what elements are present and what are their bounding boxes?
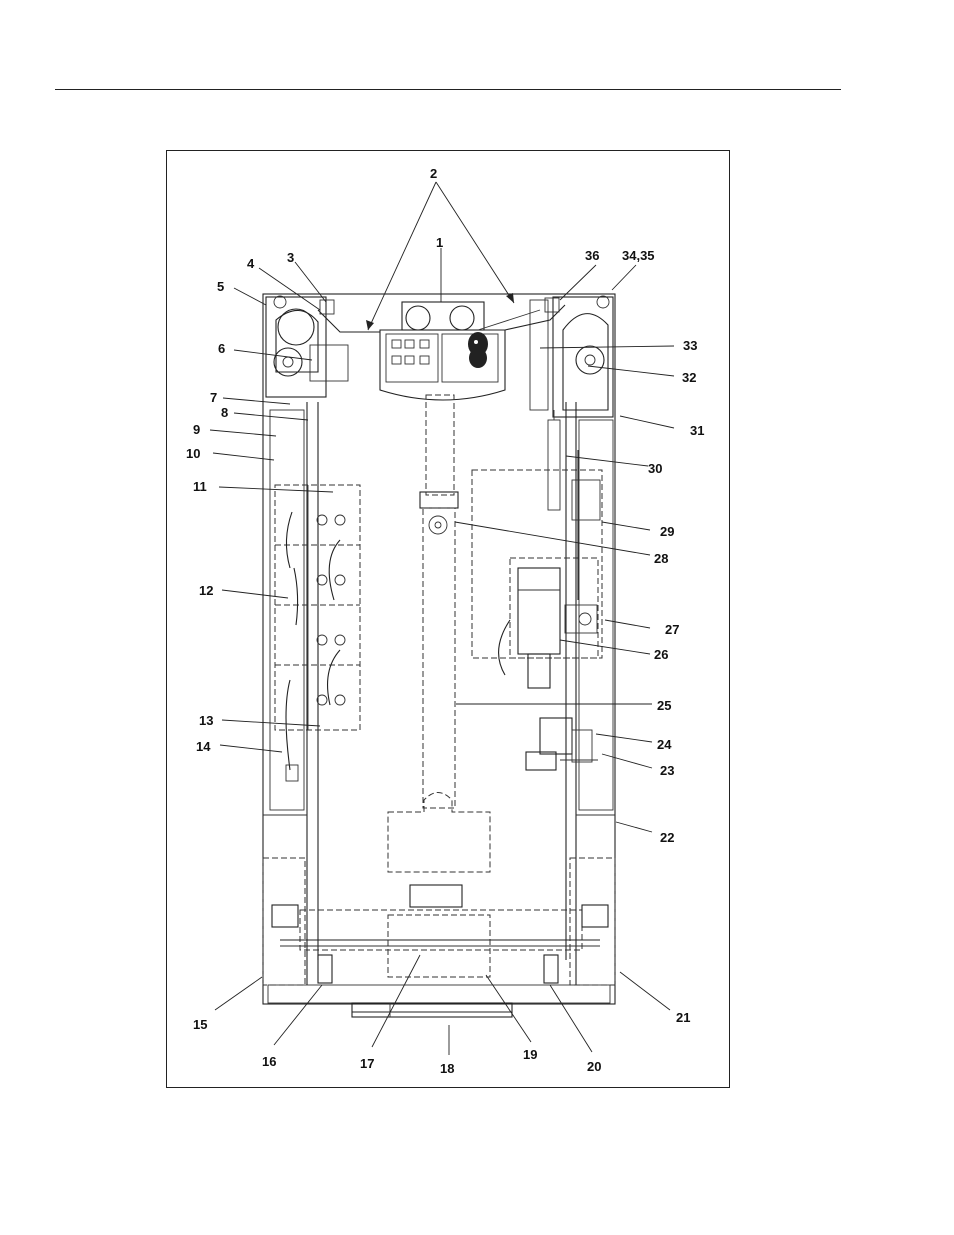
rear-axle xyxy=(263,858,615,985)
callout-5: 5 xyxy=(217,279,224,294)
callout-36: 36 xyxy=(585,248,599,263)
callout-7: 7 xyxy=(210,390,217,405)
callout-10: 10 xyxy=(186,446,200,461)
callout-30: 30 xyxy=(648,461,662,476)
chassis-outline xyxy=(263,294,615,1017)
callout-16: 16 xyxy=(262,1054,276,1069)
callout-25: 25 xyxy=(657,698,671,713)
callout-4: 4 xyxy=(247,256,255,271)
control-box xyxy=(380,302,505,400)
valve-block xyxy=(526,718,598,770)
callout-2-arrows xyxy=(366,293,514,330)
callout-8: 8 xyxy=(221,405,228,420)
callout-20: 20 xyxy=(587,1059,601,1074)
hydraulic-pump-icon xyxy=(472,450,602,688)
callout-19: 19 xyxy=(523,1047,537,1062)
callout-18: 18 xyxy=(440,1061,454,1076)
callout-11: 11 xyxy=(193,479,207,494)
callout-22: 22 xyxy=(660,830,674,845)
callout-3: 3 xyxy=(287,250,294,265)
callout-28: 28 xyxy=(654,551,668,566)
callout-24: 24 xyxy=(657,737,672,752)
callout-12: 12 xyxy=(199,583,213,598)
callout-34-35: 34,35 xyxy=(622,248,655,263)
callout-23: 23 xyxy=(660,763,674,778)
callout-21: 21 xyxy=(676,1010,690,1025)
callout-6: 6 xyxy=(218,341,225,356)
leader-lines xyxy=(210,182,674,1055)
callout-14: 14 xyxy=(196,739,211,754)
callout-33: 33 xyxy=(683,338,697,353)
front-right-wheel xyxy=(530,296,613,417)
callout-9: 9 xyxy=(193,422,200,437)
callout-15: 15 xyxy=(193,1017,207,1032)
callout-2: 2 xyxy=(430,166,437,181)
callout-27: 27 xyxy=(665,622,679,637)
callout-1: 1 xyxy=(436,235,443,250)
callout-17: 17 xyxy=(360,1056,374,1071)
front-left-wheel xyxy=(266,296,348,397)
callout-26: 26 xyxy=(654,647,668,662)
callout-29: 29 xyxy=(660,524,674,539)
callout-32: 32 xyxy=(682,370,696,385)
steering-linkage xyxy=(318,298,565,332)
callout-13: 13 xyxy=(199,713,213,728)
callout-31: 31 xyxy=(690,423,704,438)
mast-channel xyxy=(388,395,490,907)
hydraulic-cylinder-icon xyxy=(548,410,560,510)
joystick-knob-icon xyxy=(468,332,488,368)
